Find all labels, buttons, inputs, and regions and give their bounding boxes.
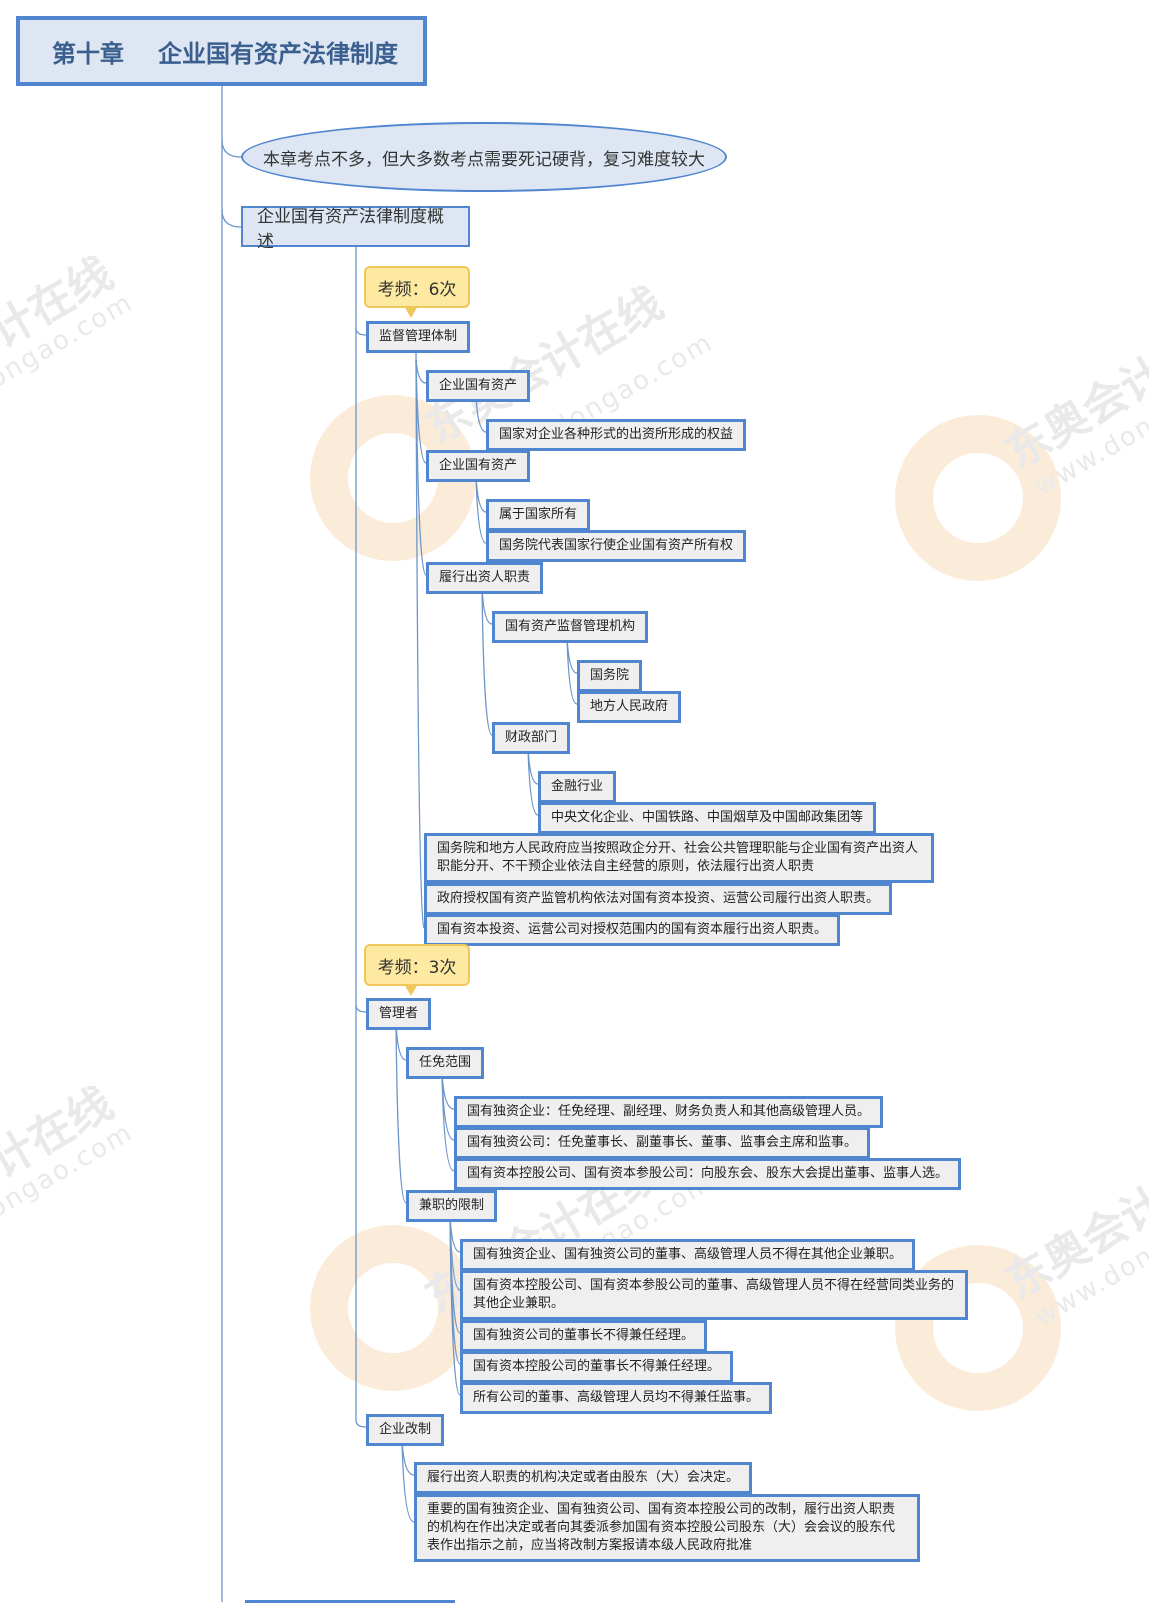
node[interactable]: 履行出资人职责的机构决定或者由股东（大）会决定。 — [414, 1462, 753, 1494]
node[interactable]: 国家对企业各种形式的出资所形成的权益 — [486, 419, 747, 451]
node[interactable]: 国有独资企业、国有独资公司的董事、高级管理人员不得在其他企业兼职。 — [460, 1239, 916, 1271]
section-node[interactable]: 企业国有资产法律制度概述 — [241, 206, 470, 252]
node[interactable]: 属于国家所有 — [486, 499, 591, 531]
topic-node-managers[interactable]: 管理者 — [366, 998, 432, 1030]
node[interactable]: 国有资产监督管理机构 — [492, 611, 649, 643]
node[interactable]: 国务院 — [577, 660, 643, 692]
summary-ellipse[interactable]: 本章考点不多，但大多数考点需要死记硬背，复习难度较大 — [241, 122, 727, 192]
node[interactable]: 国务院和地方人民政府应当按照政企分开、社会公共管理职能与企业国有资产出资人职能分… — [424, 833, 934, 883]
node[interactable]: 所有公司的董事、高级管理人员均不得兼任监事。 — [460, 1382, 773, 1414]
chapter-number: 第十章 — [52, 39, 124, 68]
node[interactable]: 企业国有资产 — [426, 370, 531, 402]
node[interactable]: 国有独资公司的董事长不得兼任经理。 — [460, 1320, 708, 1352]
node[interactable]: 金融行业 — [538, 771, 617, 803]
node[interactable]: 国有资本控股公司的董事长不得兼任经理。 — [460, 1351, 734, 1383]
node[interactable]: 国有资本投资、运营公司对授权范围内的国有资本履行出资人职责。 — [424, 914, 841, 946]
chapter-name: 企业国有资产法律制度 — [158, 39, 398, 68]
node[interactable]: 国有独资企业：任免经理、副经理、财务负责人和其他高级管理人员。 — [454, 1096, 884, 1128]
node[interactable]: 国有独资公司：任免董事长、副董事长、董事、监事会主席和监事。 — [454, 1127, 871, 1159]
node[interactable]: 企业国有资产 — [426, 450, 531, 482]
topic-node-supervision[interactable]: 监督管理体制 — [366, 321, 471, 353]
node[interactable]: 国有资本控股公司、国有资本参股公司：向股东会、股东大会提出董事、监事人选。 — [454, 1158, 962, 1190]
topic-node-restructuring[interactable]: 企业改制 — [366, 1414, 445, 1446]
chapter-title[interactable]: 第十章 企业国有资产法律制度 — [16, 16, 427, 86]
frequency-callout: 考频：6次 — [364, 266, 470, 318]
node[interactable]: 兼职的限制 — [406, 1190, 498, 1222]
node[interactable]: 政府授权国有资产监管机构依法对国有资本投资、运营公司履行出资人职责。 — [424, 883, 893, 915]
node[interactable]: 中央文化企业、中国铁路、中国烟草及中国邮政集团等 — [538, 802, 877, 834]
node[interactable]: 任免范围 — [406, 1047, 485, 1079]
node[interactable]: 履行出资人职责 — [426, 562, 544, 594]
node[interactable]: 地方人民政府 — [577, 691, 682, 723]
frequency-callout: 考频：3次 — [364, 944, 470, 996]
node[interactable]: 国务院代表国家行使企业国有资产所有权 — [486, 530, 747, 562]
node[interactable]: 国有资本控股公司、国有资本参股公司的董事、高级管理人员不得在经营同类业务的其他企… — [460, 1270, 968, 1320]
node[interactable]: 财政部门 — [492, 722, 571, 754]
node[interactable]: 重要的国有独资企业、国有独资公司、国有资本控股公司的改制，履行出资人职责的机构在… — [414, 1494, 920, 1562]
